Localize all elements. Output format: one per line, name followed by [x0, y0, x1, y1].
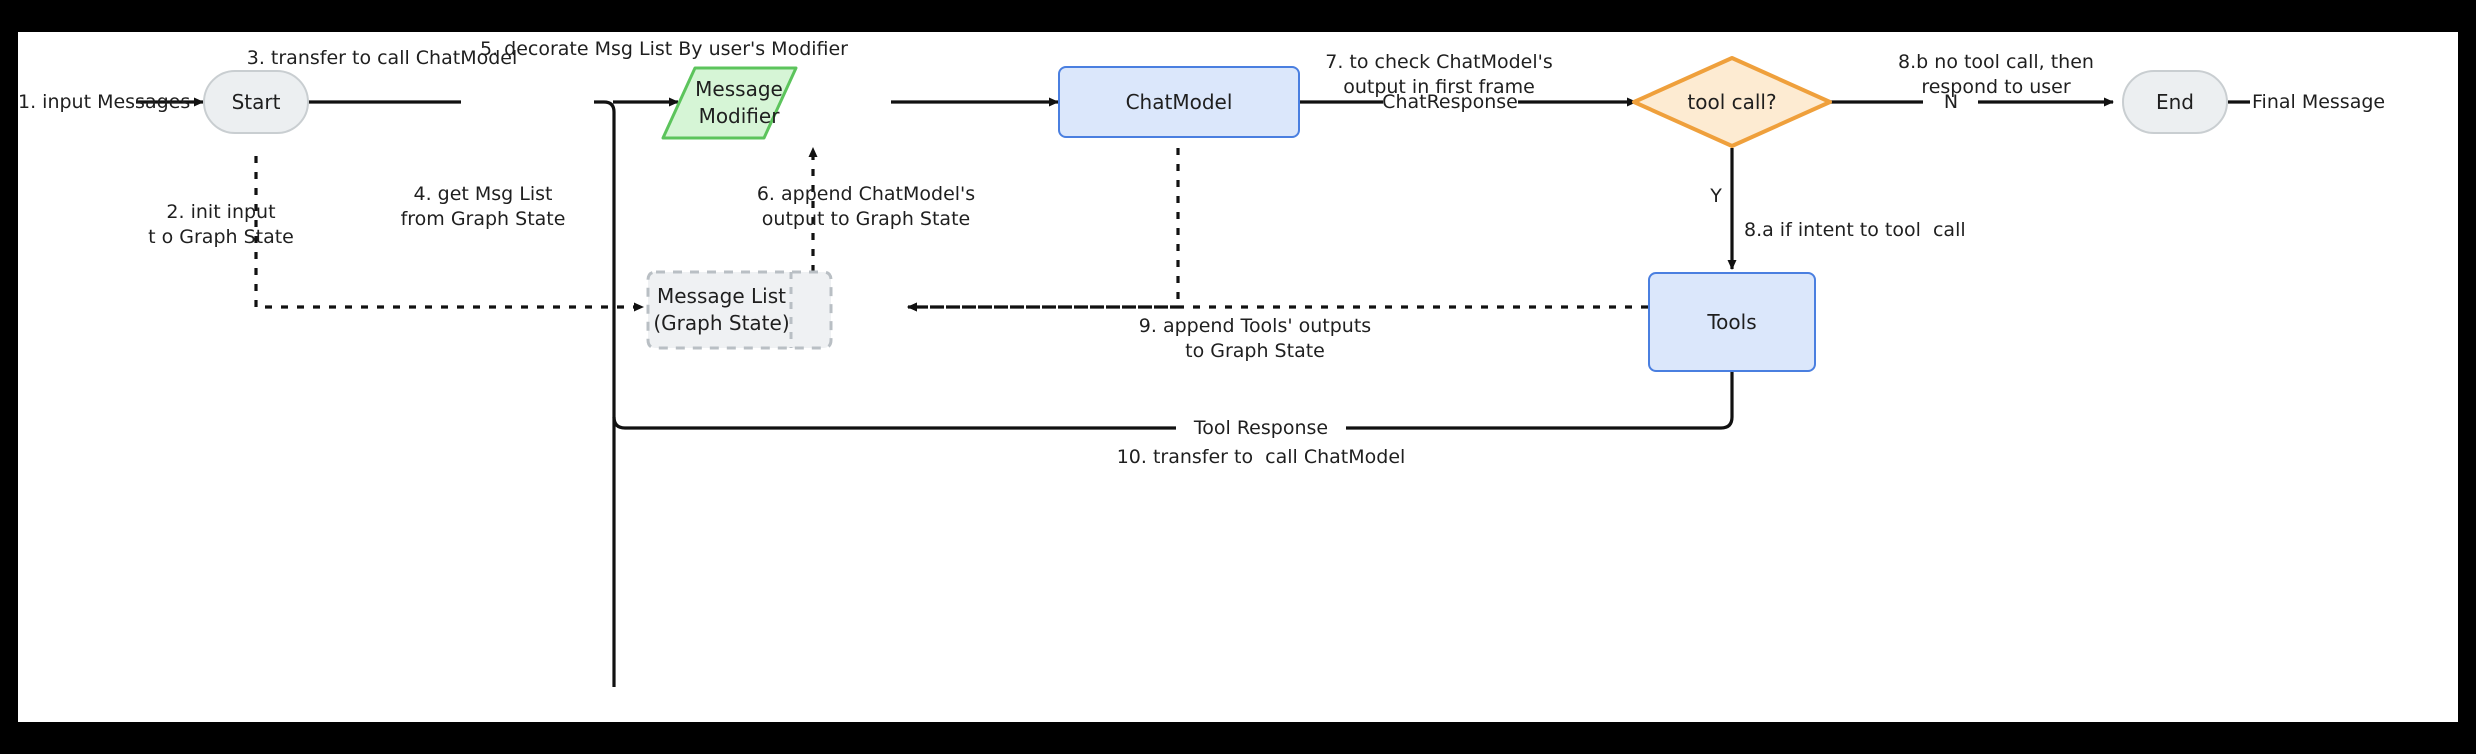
node-start-label: Start: [231, 89, 281, 114]
node-tool-call-decision[interactable]: tool call?: [1634, 72, 1830, 132]
label-tool-response: Tool Response: [1176, 416, 1346, 442]
label-input-messages: 1. input Messages: [18, 91, 191, 113]
node-tool-call-decision-label: tool call?: [1687, 89, 1777, 114]
edge-chatmodel-to-messagelist: [907, 148, 1180, 312]
label-append-chatmodel-output: 6. append ChatModel's output to Graph St…: [756, 183, 976, 231]
node-message-list-label: Message List (Graph State): [653, 284, 790, 335]
connector-layer: [136, 56, 2250, 687]
node-tools-label: Tools: [1707, 309, 1757, 334]
label-transfer-to-call-chatmodel: 3. transfer to call ChatModel: [246, 47, 518, 69]
label-decorate-msg-list: 5. decorate Msg List By user's Modifier: [479, 38, 848, 60]
label-check-chatmodel-output: 7. to check ChatModel's output in first …: [1325, 51, 1553, 99]
node-start[interactable]: Start: [203, 70, 309, 134]
label-branch-no: N: [1943, 91, 1959, 113]
label-no-tool-call: 8.b no tool call, then respond to user: [1898, 51, 2094, 99]
label-final-message: Final Message: [2252, 91, 2386, 113]
node-end[interactable]: End: [2122, 70, 2228, 134]
edge-start-to-messagelist: [254, 156, 644, 312]
node-tools[interactable]: Tools: [1648, 272, 1816, 372]
edge-loop-riser: [594, 100, 616, 687]
message-modifier-shape[interactable]: [661, 66, 798, 140]
label-transfer-to-call-chatmodel-loop: 10. transfer to call ChatModel: [1116, 446, 1406, 468]
label-chat-response: ChatResponse: [1382, 91, 1518, 113]
message-list-shape[interactable]: [646, 270, 833, 350]
label-init-input: 2. init input t o Graph State: [148, 201, 294, 249]
label-get-msg-list: 4. get Msg List from Graph State: [400, 183, 566, 231]
label-append-tools-outputs: 9. append Tools' outputs to Graph State: [1138, 315, 1372, 363]
node-message-list[interactable]: Message List (Graph State): [650, 274, 793, 346]
node-message-modifier-label-wrap[interactable]: Message Modifier: [683, 68, 795, 138]
edge-tools-return-b: [612, 416, 1178, 430]
node-chatmodel[interactable]: ChatModel: [1058, 66, 1300, 138]
diagram-sheet: Start Message Modifier ChatModel tool ca…: [18, 32, 2458, 722]
node-message-modifier-label: Message Modifier: [695, 77, 783, 128]
node-chatmodel-label: ChatModel: [1125, 89, 1233, 114]
label-if-intent-to-tool-call: 8.a if intent to tool call: [1744, 219, 1966, 241]
label-branch-yes: Y: [1710, 185, 1722, 207]
edge-tools-return-a: [1343, 372, 1734, 430]
tool-call-decision-shape[interactable]: [1632, 56, 1832, 148]
node-end-label: End: [2155, 89, 2194, 114]
